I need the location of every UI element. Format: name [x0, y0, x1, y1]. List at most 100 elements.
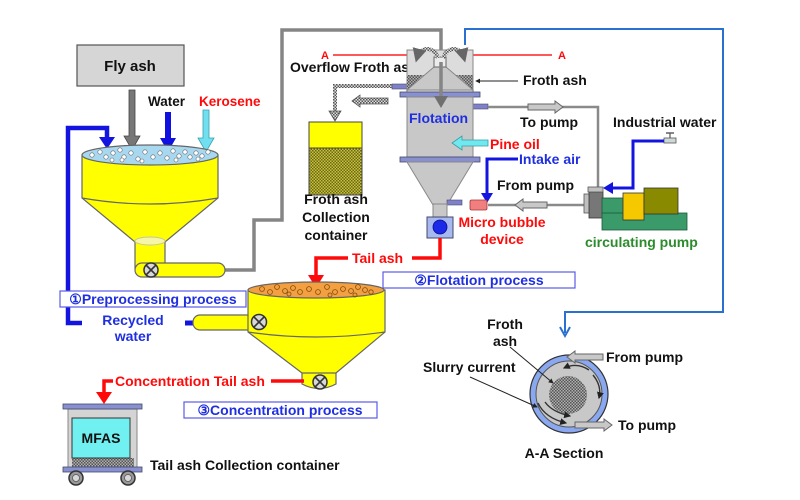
intake-air-line — [485, 157, 518, 194]
tail-ash-label: Tail ash — [352, 250, 403, 266]
tank1-seam-line — [81, 197, 219, 205]
pine-oil-arrow-icon — [451, 135, 489, 151]
column-outlet-to-pump — [472, 103, 489, 110]
cart-wheel-right-hub — [124, 474, 132, 482]
tank2-slurry-surface — [247, 281, 385, 299]
section-marker-left: A — [321, 50, 329, 62]
mfas-label: MFAS — [82, 430, 121, 446]
from-pump-label: From pump — [497, 177, 574, 193]
cart-wheel-left-hub — [72, 474, 80, 482]
column-lower-flange — [399, 156, 481, 163]
froth-container-ash-fill — [308, 147, 363, 196]
mfas-box — [71, 417, 131, 459]
froth-overflow-pipe — [333, 84, 392, 112]
preprocessing-process-label: ①Preprocessing process — [69, 291, 237, 307]
column-bottom-cone — [406, 161, 474, 206]
micro-bubble-device-rotor — [432, 219, 448, 235]
concentration-tail-ash-label: Concentration Tail ash — [115, 373, 265, 389]
section-slurry-current-pointer — [469, 376, 538, 408]
flotation-process-box — [382, 271, 576, 289]
tank2-bubbles — [259, 284, 374, 298]
tail-ash-line-right — [412, 238, 442, 260]
section-to-pump-label: To pump — [618, 417, 676, 433]
to-pump-arrow-icon — [527, 100, 564, 114]
concentration-tail-ash-arrowhead-icon — [96, 392, 112, 404]
tank1-valve-icon — [143, 262, 159, 278]
air-injector-nozzle — [469, 199, 488, 211]
tank1-bubbles — [89, 147, 211, 164]
tail-ash-collection-container-label: Tail ash Collection container — [150, 457, 340, 473]
fly-ash-hopper-box — [76, 44, 185, 87]
industrial-water-label: Industrial water — [613, 114, 717, 130]
column-overflow-outlet — [391, 83, 408, 90]
section-marker-right: A — [558, 50, 566, 62]
section-view — [529, 354, 609, 434]
water-tap-icon — [663, 132, 677, 144]
overflow-froth-ash-label: Overflow Froth ash — [290, 59, 418, 75]
concentration-tail-ash-drop-line — [102, 379, 113, 393]
section-froth-ash-label-line1: Froth — [487, 316, 523, 332]
swirl-arrow-right-icon — [592, 374, 604, 400]
overflow-curve-arrow-right-icon — [441, 47, 469, 63]
from-pump-arrow-icon — [514, 198, 548, 212]
kerosene-label: Kerosene — [199, 94, 261, 109]
froth-container-top — [308, 121, 363, 149]
recycled-water-arrowhead-icon — [99, 137, 115, 149]
section-from-pump-arrow-icon — [566, 350, 604, 364]
froth-ash-label: Froth ash — [523, 72, 587, 88]
section-reference-line — [464, 28, 724, 333]
micro-bubble-device-label-line1: Micro bubble — [458, 214, 545, 230]
tank2-outlet-valve-icon — [312, 374, 328, 390]
pine-oil-label: Pine oil — [490, 136, 540, 152]
industrial-water-line — [612, 139, 664, 190]
froth-container-label-line1: Froth ash — [304, 191, 368, 207]
circulating-pump-icon — [583, 186, 688, 231]
to-pump-pipe — [488, 105, 600, 187]
kerosene-feed-arrow-icon — [197, 109, 215, 153]
flotation-label: Flotation — [409, 110, 468, 126]
preprocessing-tank-body — [81, 154, 219, 243]
recycled-water-label-line1: Recycled — [102, 312, 163, 328]
flotation-process-label: ②Flotation process — [414, 272, 543, 288]
section-froth-ash-pointer — [509, 346, 554, 384]
cart-ash-layer — [72, 458, 134, 467]
fly-ash-feed-arrow-icon — [123, 89, 141, 151]
column-bottom-nozzle — [432, 203, 448, 219]
froth-container-label-line2: Collection — [302, 209, 370, 225]
section-view-title: A-A Section — [525, 445, 604, 461]
tail-ash-collection-cart — [62, 403, 143, 486]
water-feed-arrow-icon — [160, 112, 176, 152]
circulating-pump-label: circulating pump — [585, 234, 698, 250]
cart-top-plate — [62, 403, 143, 410]
recycled-water-line — [65, 125, 110, 326]
concentration-tank-body — [247, 289, 386, 374]
intake-air-arrowhead-icon — [481, 193, 493, 203]
column-feed-arrowhead-icon — [434, 96, 448, 108]
section-froth-core — [549, 376, 587, 414]
swirl-arrow-bottom-inner-icon — [544, 401, 572, 419]
fly-ash-label: Fly ash — [104, 58, 156, 75]
intake-air-label: Intake air — [519, 151, 581, 167]
industrial-water-arrowhead-icon — [603, 182, 613, 194]
swirl-arrow-bottom-icon — [537, 402, 568, 426]
concentration-process-label: ③Concentration process — [197, 402, 362, 418]
froth-flow-left-arrow-icon — [351, 94, 389, 108]
section-from-pump-label: From pump — [606, 349, 683, 365]
recycled-water-label-line2: water — [114, 328, 152, 344]
concentration-process-box — [183, 401, 378, 419]
cart-bottom-plate — [62, 466, 143, 473]
to-pump-label: To pump — [520, 114, 578, 130]
section-froth-ash-label-line2: ash — [493, 333, 517, 349]
section-slurry-current-label: Slurry current — [423, 359, 516, 375]
section-reference-arrowhead — [559, 326, 571, 339]
tail-ash-line-left — [314, 256, 348, 276]
swirl-arrow-top-icon — [562, 362, 590, 371]
micro-bubble-device-label-line2: device — [480, 231, 524, 247]
slurry-feed-pipe — [225, 28, 443, 272]
froth-container-label-line3: container — [304, 227, 368, 243]
overflow-curve-arrow-left-icon — [412, 47, 440, 63]
preprocessing-process-box — [59, 290, 247, 308]
tank1-slurry-surface — [81, 144, 219, 166]
